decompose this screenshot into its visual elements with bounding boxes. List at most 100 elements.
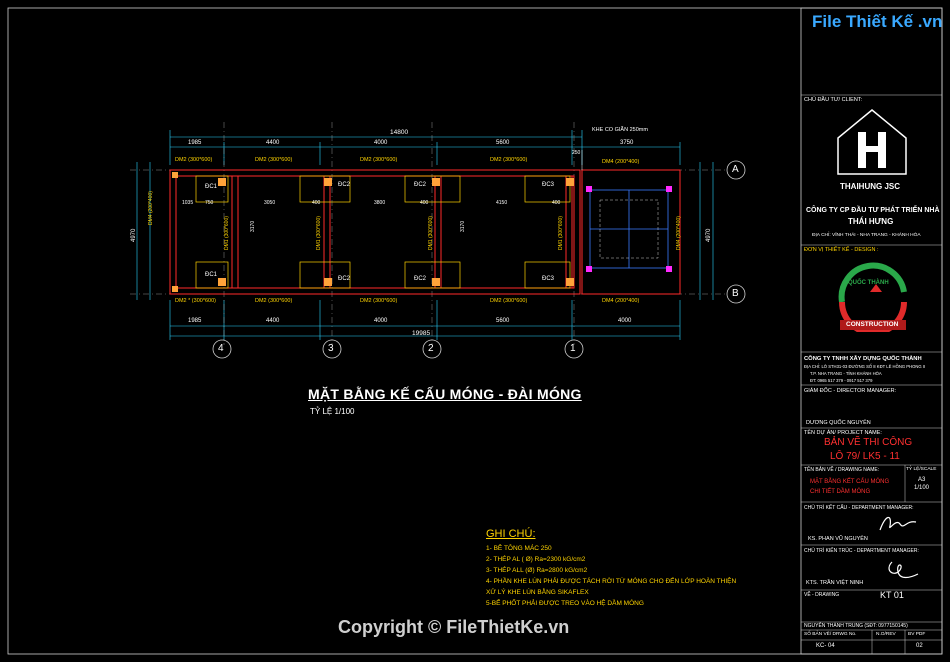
dim-top-4: 5600: [496, 140, 510, 146]
inner-dim: 750: [205, 200, 214, 206]
footing-label: ĐC2: [414, 276, 427, 282]
architecture-manager-label: CHỦ TRÌ KIẾN TRÚC - DEPARTMENT MANAGER:: [804, 548, 919, 554]
designer-address-1: ĐỊA CHỈ: LÔ STH31-03 ĐƯỜNG SỐ 8 KĐT LÊ H…: [804, 364, 926, 369]
dim-bottom-2: 4400: [266, 318, 280, 324]
drawing-title: MẶT BẰNG KẾ CẤU MÓNG - ĐÀI MÓNG: [308, 386, 582, 402]
dim-bottom-1: 1985: [188, 318, 202, 324]
drawing-label: VẼ - DRAWING: [804, 592, 840, 598]
note-item: 4- PHẦN KHE LÚN PHẢI ĐƯỢC TÁCH RỜI TỪ MÓ…: [486, 578, 737, 585]
dim-bottom-3: 4000: [374, 318, 388, 324]
dim-bottom-4: 5600: [496, 318, 510, 324]
note-item: 3- THÉP ALL (Ø) Ra=2800 kG/cm2: [486, 567, 588, 574]
inner-dim: 4150: [496, 200, 508, 206]
septic-corners: [586, 186, 672, 272]
beam-label-bottom: DM4 (200*400): [602, 298, 640, 304]
beam-label-bottom: DM2 (300*600): [255, 298, 293, 304]
client-brand: THAIHUNG JSC: [840, 182, 901, 191]
beam-label-vertical: DM4 (200*400): [148, 191, 154, 225]
axis-label-1: 1: [570, 343, 576, 354]
septic-tank: [589, 189, 669, 269]
sheet-label: SỐ BẢN VẼ/ DRWG No.: [804, 632, 857, 637]
project-title-1: BẢN VẼ THI CÔNG: [824, 437, 913, 448]
drawing-code: KT 01: [880, 590, 904, 600]
note-item: XỬ LÝ KHE LÚN BẰNG SIKAFLEX: [486, 589, 589, 596]
structure-manager-label: CHỦ TRÌ KẾT CẤU - DEPARTMENT MANAGER:: [804, 505, 914, 511]
dim-bottom-5: 4000: [618, 318, 632, 324]
client-name-2: THÁI HƯNG: [848, 217, 894, 226]
inner-dim: 400: [420, 200, 429, 206]
columns: [172, 172, 574, 292]
inner-dim: 400: [312, 200, 321, 206]
axis-label-a: A: [732, 164, 739, 175]
beam-label-vertical: DM1 (300*600): [558, 216, 564, 250]
scale-label: TỶ LỆ/SCALE: [906, 467, 937, 472]
note-item: 1- BÊ TÔNG MÁC 250: [486, 545, 552, 552]
inner-dim: 3800: [374, 200, 386, 206]
copyright-watermark: Copyright © FileThietKe.vn: [338, 617, 570, 637]
designer-label: ĐƠN VỊ THIẾT KẾ - DESIGN :: [804, 247, 879, 253]
client-name-1: CÔNG TY CP ĐẦU TƯ PHÁT TRIỂN NHÀ: [806, 207, 940, 214]
rev-label: N.O/REV: [876, 632, 896, 637]
beam-label-top: DM2 (300*600): [175, 157, 213, 163]
title-block-rows: [801, 94, 942, 654]
designer-sub: CONSTRUCTION: [846, 321, 899, 328]
dim-top-2: 4400: [266, 140, 280, 146]
project-label: TÊN DỰ ÁN/ PROJECT NAME:: [804, 430, 882, 436]
inner-dim: 3170: [460, 220, 466, 232]
axis-label-4: 4: [218, 343, 224, 354]
footing-label: ĐC3: [542, 276, 555, 282]
title-block-frame: [800, 7, 943, 655]
drawing-name-2: CHI TIẾT DẦM MÓNG: [810, 489, 871, 495]
footing-label: ĐC1: [205, 272, 218, 278]
beam-label-vertical: DM4 (200*400): [676, 216, 682, 250]
beam-label-vertical: DM1 (300*600): [428, 216, 434, 250]
axis-label-2: 2: [428, 343, 434, 354]
drawing-scale: TỶ LỆ 1/100: [310, 407, 355, 416]
dim-top-total: 14800: [390, 129, 409, 136]
sheet-border: [7, 7, 943, 655]
signature-structure: [879, 516, 917, 531]
beam-label-top: DM2 (300*600): [360, 157, 398, 163]
director-name: DƯƠNG QUỐC NGUYÊN: [806, 420, 871, 426]
side-dimension-lines: [136, 162, 714, 300]
drawing-name-1: MẶT BẰNG KẾT CẤU MÓNG: [810, 479, 890, 485]
note-item: 5-BỂ PHỐT PHẢI ĐƯỢC TREO VÀO HỆ DẦM MÓNG: [486, 600, 644, 607]
top-dimension-lines: [169, 130, 681, 165]
pile-caps: [195, 175, 571, 289]
footing-label: ĐC2: [338, 276, 351, 282]
axis-label-3: 3: [328, 343, 334, 354]
beam-label-bottom: DM2 (300*600): [360, 298, 398, 304]
footing-label: ĐC2: [414, 182, 427, 188]
designer-phone: ĐT: 0965 517 379 - 0917 517 379: [810, 378, 873, 383]
client-address: ĐỊA CHỈ: VĨNH THÁI - NHA TRANG - KHÁNH H…: [812, 233, 921, 238]
inner-dim: 1035: [182, 200, 194, 206]
beam-label-bottom: DM2 (300*600): [490, 298, 528, 304]
drafter: NGUYỄN THÀNH TRUNG (SĐT: 0977150145): [804, 623, 908, 629]
client-label: CHỦ ĐẦU TƯ/ CLIENT:: [804, 97, 863, 103]
director-label: GIÁM ĐỐC - DIRECTOR MANAGER:: [804, 388, 897, 394]
footing-label: ĐC2: [338, 182, 351, 188]
axis-bubbles: [212, 160, 746, 359]
architecture-manager-name: KTS. TRẦN VIỆT NINH: [806, 580, 864, 586]
beam-label-top: DM2 (300*600): [255, 157, 293, 163]
note-item: 2- THÉP AL ( Ø) Ra=2300 kG/cm2: [486, 556, 586, 563]
drawing-scale-value: 1/100: [914, 485, 930, 491]
inner-dim: 3050: [264, 200, 276, 206]
axis-label-b: B: [732, 288, 739, 299]
dim-top-6: 3750: [620, 140, 634, 146]
side-dim-left: 4970: [131, 228, 137, 242]
beam-label-top: DM2 (300*600): [490, 157, 528, 163]
client-logo-icon: [837, 109, 907, 175]
notes-heading: GHI CHÚ:: [486, 528, 536, 540]
dim-top-5: 250: [572, 150, 581, 156]
drawing-name-label: TÊN BẢN VẼ / DRAWING NAME:: [804, 467, 880, 473]
beam-label-bottom: DM2 * (300*600): [175, 298, 216, 304]
dim-top-1: 1985: [188, 140, 202, 146]
sheet-number: KC- 04: [816, 643, 835, 649]
beam-label-vertical: DM1 (300*600): [224, 216, 230, 250]
site-logo: File Thiết Kế .vn: [812, 12, 943, 31]
designer-logo-icon: [838, 262, 907, 332]
joint-label: KHE CO GIÃN 250mm: [592, 127, 648, 133]
dim-bottom-total: 19985: [412, 330, 431, 337]
